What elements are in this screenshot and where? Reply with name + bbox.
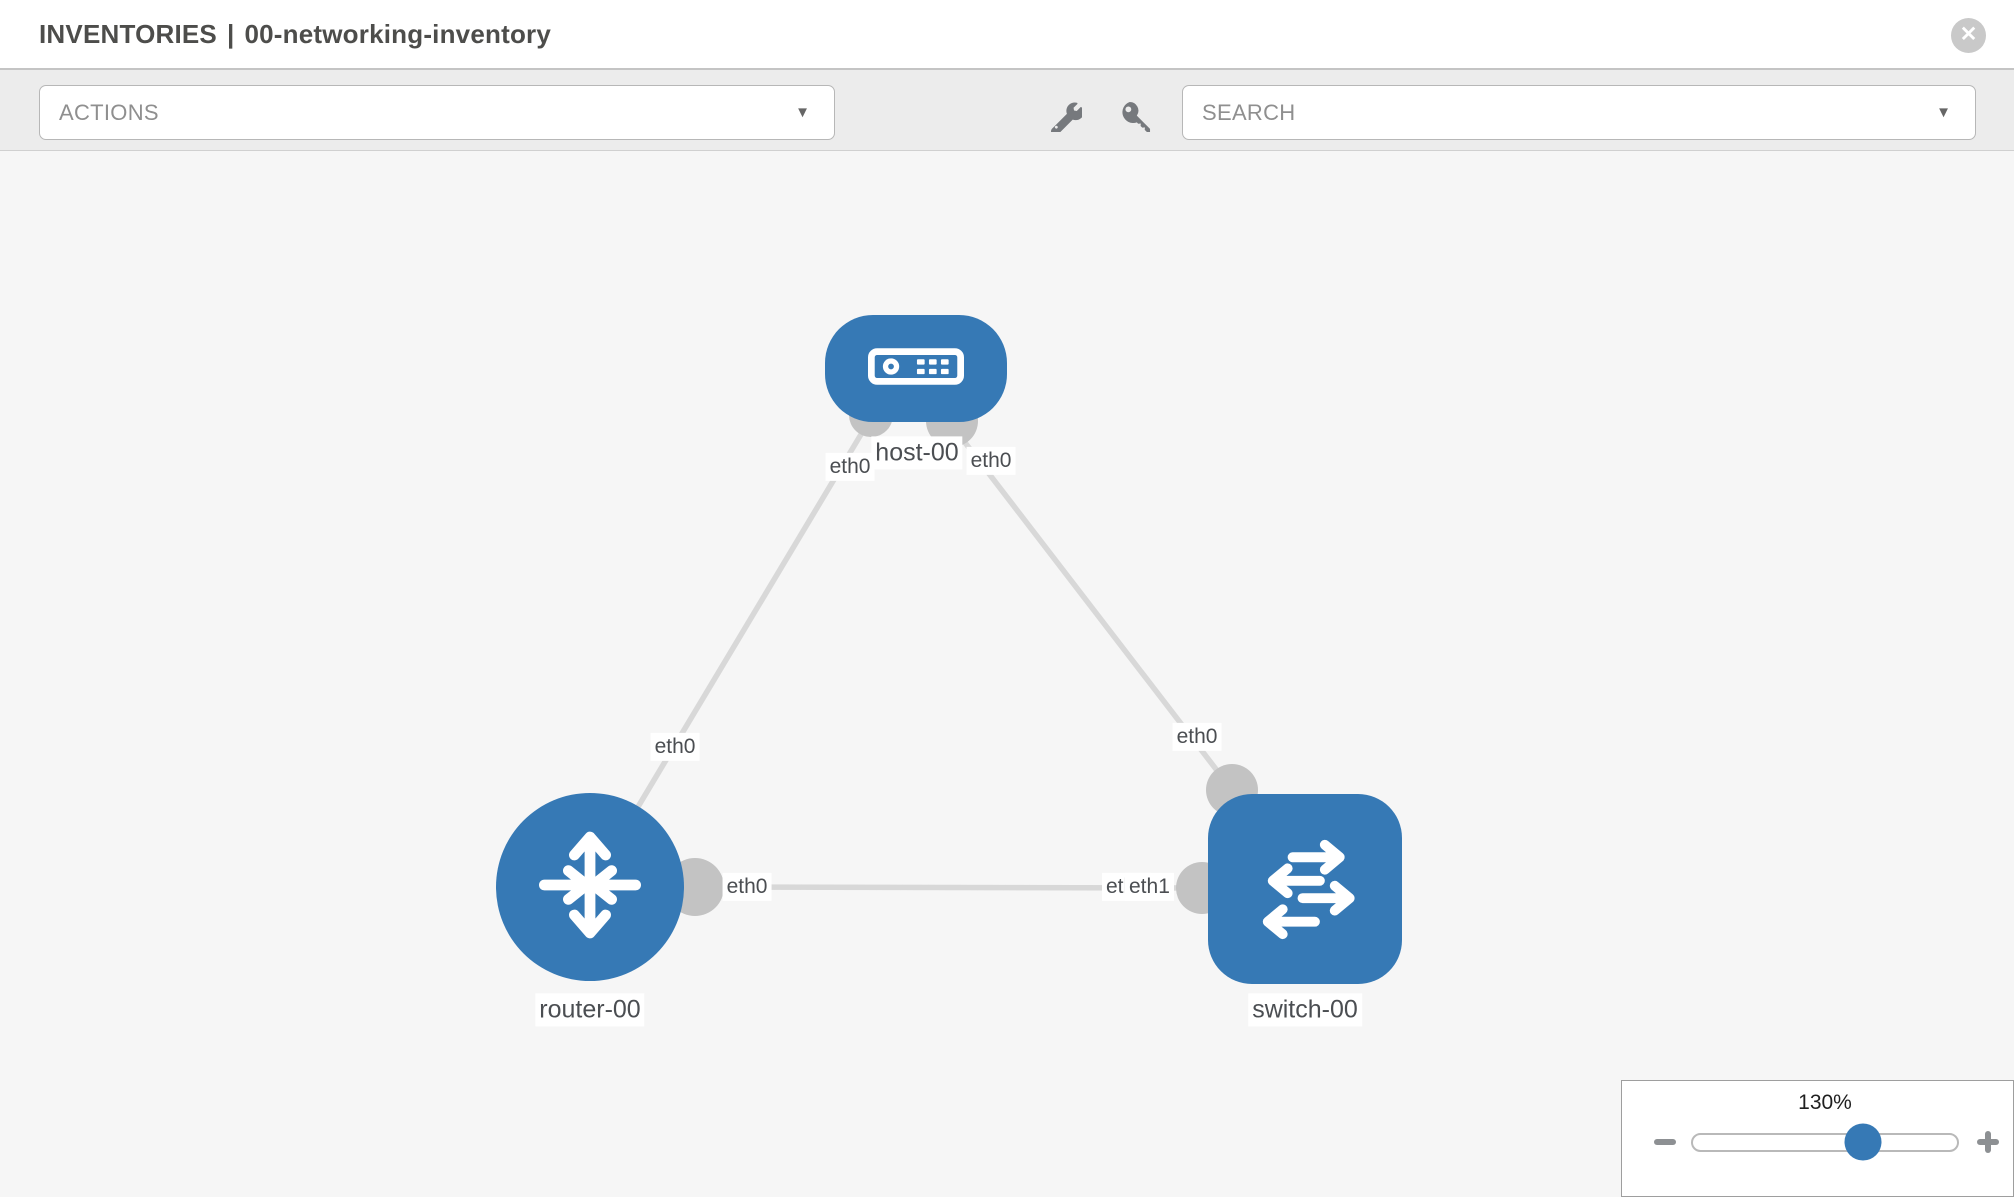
node-label-host: host-00 bbox=[871, 436, 963, 470]
node-label-switch: switch-00 bbox=[1248, 993, 1362, 1027]
title-section: INVENTORIES bbox=[39, 18, 217, 49]
topology-edges-layer bbox=[587, 393, 1258, 916]
router-icon bbox=[530, 825, 650, 950]
close-button[interactable]: ✕ bbox=[1951, 18, 1986, 53]
node-switch-00[interactable] bbox=[1208, 794, 1402, 984]
switch-icon bbox=[1243, 825, 1367, 954]
chevron-down-icon: ▼ bbox=[795, 104, 810, 121]
key-icon bbox=[1120, 101, 1151, 135]
search-dropdown[interactable]: SEARCH ▼ bbox=[1182, 85, 1976, 140]
zoom-level-value: 130% bbox=[1798, 1091, 1852, 1114]
plus-icon bbox=[1977, 1131, 1999, 1153]
toolbar: ACTIONS ▼ SEARCH ▼ bbox=[0, 70, 2014, 151]
close-icon: ✕ bbox=[1959, 23, 1978, 46]
chevron-down-icon: ▼ bbox=[1936, 104, 1951, 121]
interface-label-host-left: eth0 bbox=[825, 452, 875, 482]
tools-wrench-button[interactable] bbox=[1046, 98, 1086, 138]
zoom-out-button[interactable] bbox=[1650, 1127, 1680, 1157]
node-host-00[interactable] bbox=[825, 315, 1007, 422]
node-label-router: router-00 bbox=[535, 993, 645, 1027]
interface-label-router-uplink: eth0 bbox=[650, 732, 700, 762]
zoom-panel: 130% bbox=[1621, 1080, 2014, 1197]
interface-label-switch-uplink: eth0 bbox=[1172, 722, 1222, 752]
page-title: INVENTORIES | 00-networking-inventory bbox=[0, 19, 551, 50]
zoom-in-button[interactable] bbox=[1973, 1127, 2003, 1157]
tools-key-button[interactable] bbox=[1115, 98, 1155, 138]
search-placeholder: SEARCH bbox=[1202, 99, 1296, 125]
title-inventory-name: 00-networking-inventory bbox=[244, 18, 552, 49]
topology-canvas[interactable]: host-00 router-00 switch-00 eth0 eth0 et… bbox=[0, 151, 2014, 1197]
wrench-icon bbox=[1050, 101, 1084, 136]
minus-icon bbox=[1654, 1139, 1676, 1145]
header: INVENTORIES | 00-networking-inventory ✕ bbox=[0, 0, 2014, 70]
actions-dropdown-label: ACTIONS bbox=[59, 99, 159, 125]
zoom-slider-thumb[interactable] bbox=[1844, 1123, 1882, 1161]
actions-dropdown[interactable]: ACTIONS ▼ bbox=[39, 85, 835, 140]
node-router-00[interactable] bbox=[496, 793, 684, 981]
interface-label-host-right: eth0 bbox=[966, 446, 1016, 476]
interface-label-switch-left-front: eth1 bbox=[1125, 872, 1174, 902]
interface-label-router-right: eth0 bbox=[722, 872, 772, 902]
zoom-slider-track[interactable] bbox=[1691, 1133, 1959, 1152]
server-icon bbox=[868, 347, 964, 390]
title-separator: | bbox=[226, 18, 235, 49]
